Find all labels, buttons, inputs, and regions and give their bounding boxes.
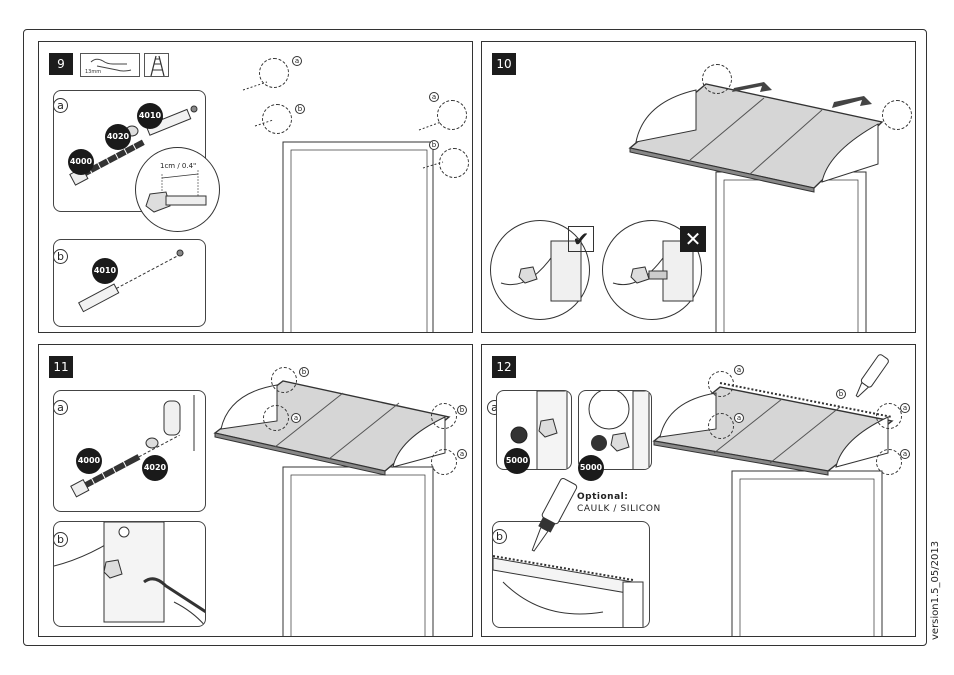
optional-label: Optional:: [577, 492, 629, 502]
callout-circle: [431, 449, 457, 475]
step-number: 11: [49, 356, 73, 378]
ladder-drawing: [150, 55, 165, 77]
step-12-panel: 12 a 5000 5000 Optional: CAULK / SILICON…: [481, 344, 916, 637]
wrench-tighten-drawing: [54, 522, 205, 626]
step-11-detail-b: b: [53, 521, 206, 627]
detail-letter-b: b: [54, 532, 68, 547]
part-badge-4000: 4000: [68, 149, 94, 175]
part-badge-4010: 4010: [137, 103, 163, 129]
callout-circle: [708, 371, 734, 397]
callout-circle: [876, 403, 902, 429]
step-number: 12: [492, 356, 516, 378]
wall-door-drawing: [242, 81, 444, 332]
callout-circle: [882, 100, 912, 130]
caulk-tube-icon: [531, 478, 578, 552]
wrench-drawing: [90, 58, 132, 72]
canopy-drawing: [213, 380, 451, 636]
step-10-panel: 10 ✔ ✕: [481, 41, 916, 333]
step-12-detail-a-right: [578, 390, 652, 470]
callout-circle: [431, 403, 457, 429]
part-badge-5000: 5000: [578, 455, 604, 481]
callout-circle: [263, 405, 289, 431]
callout-circle: [259, 58, 289, 88]
callout-letter: b: [457, 405, 467, 415]
detail-letter-b: b: [493, 529, 507, 544]
callout-letter: a: [429, 92, 439, 102]
part-badge-5000: 5000: [504, 448, 530, 474]
optional-text: CAULK / SILICON: [577, 504, 661, 514]
ladder-icon: [144, 53, 169, 77]
callout-letter: a: [291, 413, 301, 423]
part-badge-4000: 4000: [76, 448, 102, 474]
callout-circle: [439, 148, 469, 178]
part-badge-4020: 4020: [105, 124, 131, 150]
measurement-drawing: [145, 170, 207, 213]
callout-letter: a: [292, 56, 302, 66]
page-border: [23, 29, 927, 646]
callout-letter: b: [429, 140, 439, 150]
measurement-label: 1cm / 0.4": [160, 162, 197, 170]
step-9-panel: 9 13mm: [38, 41, 473, 333]
anchor-drawing: [78, 249, 184, 313]
incorrect-mark-icon: ✕: [680, 226, 706, 252]
callout-letter: a: [457, 449, 467, 459]
cap-drawing: [510, 391, 568, 469]
callout-letter: b: [295, 104, 305, 114]
bolt-washer-drawing: [70, 395, 195, 498]
incorrect-detail-circle: [602, 220, 702, 320]
wrench-tool-icon: 13mm: [80, 53, 140, 77]
step-11-panel: 11 a 4000 4020: [38, 344, 473, 637]
caulk-drawing: [493, 555, 644, 627]
callout-letter: a: [734, 413, 744, 423]
callout-letter: a: [900, 403, 910, 413]
callout-circle: [262, 104, 292, 134]
step-number: 9: [49, 53, 73, 75]
callout-circle: [876, 449, 902, 475]
step-11-detail-a: a 4000 4020: [53, 390, 206, 512]
callout-circle: [271, 367, 297, 393]
correct-detail-circle: [490, 220, 590, 320]
tool-size-label: 13mm: [85, 69, 102, 75]
callout-letter: b: [299, 367, 309, 377]
optional-note: Optional: CAULK / SILICON: [577, 491, 661, 515]
callout-letter: a: [734, 365, 744, 375]
part-badge-4010: 4010: [92, 258, 118, 284]
cap-drawing: [588, 391, 650, 469]
callout-letter: a: [900, 449, 910, 459]
correct-mark-icon: ✔: [568, 226, 594, 252]
incorrect-bracket-drawing: [612, 240, 694, 302]
callout-circle: [708, 413, 734, 439]
step-12-detail-b: b: [492, 521, 650, 628]
callout-circle: [437, 100, 467, 130]
detail-letter-a: a: [54, 400, 68, 415]
measurement-zoom-circle: 1cm / 0.4": [135, 147, 220, 232]
step-12-detail-a-left: [496, 390, 572, 470]
detail-letter-b: b: [54, 249, 68, 264]
step-9-detail-b: b 4010: [53, 239, 206, 327]
version-label: version1.5_05/2013: [930, 540, 941, 640]
part-badge-4020: 4020: [142, 455, 168, 481]
callout-circle: [702, 64, 732, 94]
canopy-drawing: [628, 82, 884, 332]
detail-letter-a: a: [54, 98, 68, 113]
canopy-drawing: [652, 354, 894, 636]
step-number: 10: [492, 53, 516, 75]
callout-letter: b: [836, 389, 846, 399]
